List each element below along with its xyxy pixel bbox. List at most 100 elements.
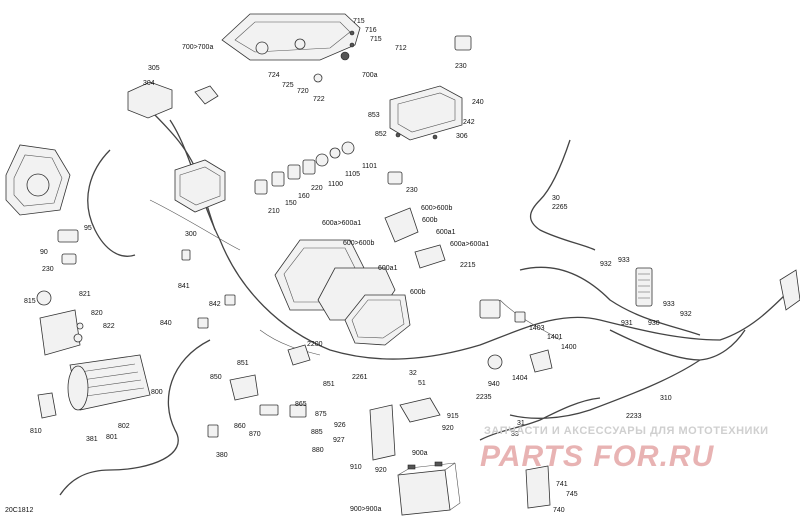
switch-160 — [287, 164, 301, 180]
callout-label: 885 — [311, 429, 323, 436]
part-740 — [525, 465, 551, 509]
callout-label: 242 — [463, 119, 475, 126]
callout-label: 210 — [268, 208, 280, 215]
callout-label: 32 — [409, 370, 417, 377]
callout-label: 930 — [648, 320, 660, 327]
callout-label: 853 — [368, 112, 380, 119]
display-bezel-600b — [344, 294, 411, 346]
callout-label: 715 — [370, 36, 382, 43]
display-cover-600a1 — [414, 244, 446, 269]
callout-label: 740 — [553, 507, 565, 514]
callout-label: 715 — [353, 18, 365, 25]
callout-label: 880 — [312, 447, 324, 454]
callout-label: 600a1 — [378, 265, 398, 272]
callout-label: 724 — [268, 72, 280, 79]
callout-label: 300 — [185, 231, 197, 238]
callout-label: 860 — [234, 423, 246, 430]
relay-930 — [635, 267, 653, 307]
callout-label: 240 — [472, 99, 484, 106]
harness-branch-rear — [509, 329, 746, 419]
callout-label: 1101 — [362, 163, 378, 170]
callout-label: 865 — [295, 401, 307, 408]
harness-branch-300 — [149, 199, 241, 251]
callout-label: 1403 — [529, 325, 545, 332]
callout-label: 940 — [488, 381, 500, 388]
switch-220 — [302, 159, 316, 175]
callout-label: 600b — [410, 289, 426, 296]
callout-label: 810 — [30, 428, 42, 435]
callout-label: 900>900a — [350, 506, 382, 513]
callout-label: 381 — [86, 436, 98, 443]
part-230-left — [61, 253, 77, 265]
switch-150 — [271, 171, 285, 187]
callout-label: 1404 — [512, 375, 528, 382]
knob-1105 — [329, 147, 341, 159]
harness-branch-right-tail — [479, 397, 601, 441]
callout-label: 90 — [40, 249, 48, 256]
ecu-module-240 — [389, 85, 463, 141]
harness-branch-2265 — [529, 139, 596, 251]
callout-label: 1401 — [547, 334, 563, 341]
knob-1101 — [341, 141, 355, 155]
connector-2215 — [479, 299, 501, 319]
callout-label: 30 — [552, 195, 560, 202]
figure-code: 20C1812 — [5, 507, 34, 514]
callout-label: 815 — [24, 298, 36, 305]
callout-label: 927 — [333, 437, 345, 444]
knob-1100 — [315, 153, 329, 167]
callout-label: 933 — [663, 301, 675, 308]
callout-label: 51 — [418, 380, 426, 387]
callout-label: 2265 — [552, 204, 568, 211]
callout-label: 600a>600a1 — [450, 241, 490, 248]
display-module-600b — [384, 207, 419, 243]
callout-label: 910 — [350, 464, 362, 471]
callout-label: 840 — [160, 320, 172, 327]
part-230-mid — [387, 171, 403, 185]
bracket-910 — [369, 404, 396, 461]
connector-840 — [197, 317, 209, 329]
callout-label: 2200 — [307, 341, 323, 348]
sensor-2200 — [287, 344, 311, 366]
watermark-tagline: ЗАПЧАСТИ И АКСЕССУАРЫ ДЛЯ МОТОТЕХНИКИ — [484, 425, 769, 437]
callout-label: 722 — [313, 96, 325, 103]
callout-label: 700a — [362, 72, 378, 79]
harness-branch-right-upper — [519, 266, 701, 336]
callout-label: 230 — [455, 63, 467, 70]
callout-label: 2235 — [476, 394, 492, 401]
part-1403 — [514, 311, 526, 323]
controller-box — [127, 81, 173, 119]
callout-label: 900a — [412, 450, 428, 457]
callout-label: 931 — [621, 320, 633, 327]
harness-branch-2200 — [259, 329, 321, 356]
callout-label: 851 — [237, 360, 249, 367]
callout-label: 875 — [315, 411, 327, 418]
battery-900 — [397, 469, 451, 516]
callout-label: 700>700a — [182, 44, 214, 51]
callout-label: 600>600b — [343, 240, 375, 247]
callout-label: 870 — [249, 431, 261, 438]
callout-label: 600a1 — [436, 229, 456, 236]
callout-label: 800 — [151, 389, 163, 396]
connector-upper — [194, 85, 219, 105]
connector-842 — [224, 294, 236, 306]
callout-label: 230 — [42, 266, 54, 273]
callout-label: 820 — [91, 310, 103, 317]
callout-label: 933 — [618, 257, 630, 264]
callout-label: 920 — [375, 467, 387, 474]
callout-label: 741 — [556, 481, 568, 488]
bracket-915 — [399, 397, 441, 423]
callout-label: 720 — [297, 88, 309, 95]
callout-label: 304 — [143, 80, 155, 87]
callout-label: 1100 — [328, 181, 344, 188]
module-850 — [229, 374, 259, 401]
callout-label: 932 — [600, 261, 612, 268]
callout-label: 306 — [456, 133, 468, 140]
bracket-875 — [289, 404, 307, 418]
callout-label: 1105 — [345, 171, 361, 178]
connector-380 — [207, 424, 219, 438]
callout-label: 220 — [311, 185, 323, 192]
callout-label: 851 — [323, 381, 335, 388]
callout-label: 932 — [680, 311, 692, 318]
rear-plug — [779, 269, 800, 311]
part-95 — [57, 229, 79, 243]
